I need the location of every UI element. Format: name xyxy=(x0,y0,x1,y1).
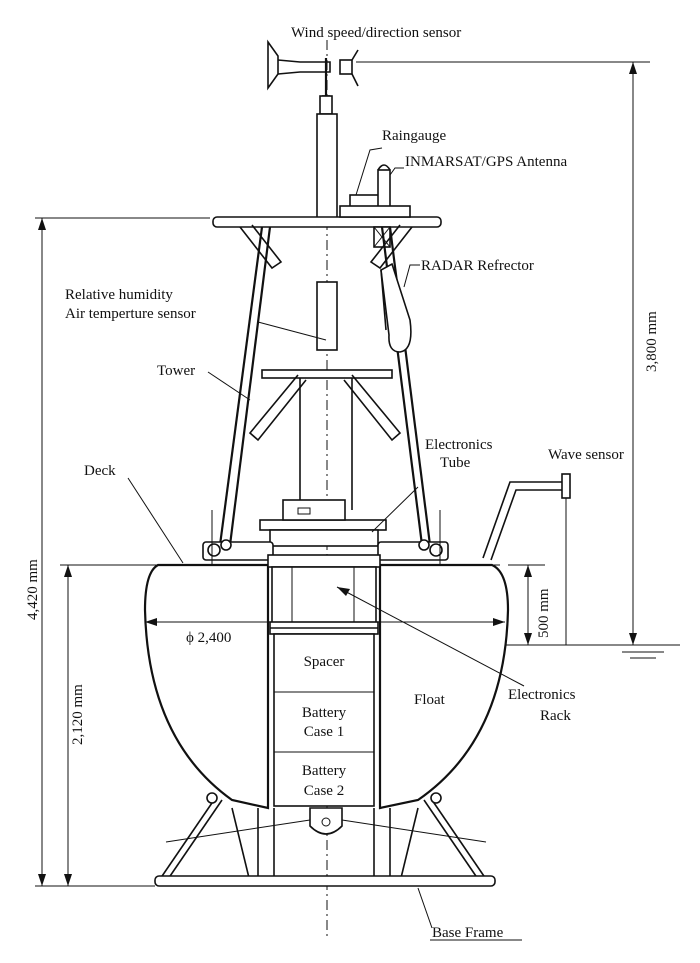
label-raingauge: Raingauge xyxy=(382,128,446,144)
label-battery1-1: Battery xyxy=(302,705,347,721)
central-column xyxy=(267,554,381,807)
label-battery2-1: Battery xyxy=(302,763,347,779)
float-right xyxy=(378,563,510,810)
float-left xyxy=(143,563,270,810)
wind-sensor xyxy=(267,39,359,115)
label-battery1-2: Case 1 xyxy=(304,724,344,740)
label-humidity-2: Air temperture sensor xyxy=(65,306,196,322)
label-base-frame: Base Frame xyxy=(432,925,504,941)
deck-fittings xyxy=(202,510,449,565)
leader-lines xyxy=(127,147,525,929)
label-electronics-rack-2: Rack xyxy=(540,708,571,724)
label-tower: Tower xyxy=(157,363,195,379)
label-electronics-tube-2: Tube xyxy=(440,455,471,471)
wave-sensor-arm xyxy=(482,473,571,645)
dim-tower-height: 3,800 mm xyxy=(644,311,660,372)
label-wave-sensor: Wave sensor xyxy=(548,447,624,463)
mast xyxy=(316,113,338,219)
label-deck: Deck xyxy=(84,463,116,479)
label-spacer: Spacer xyxy=(304,654,345,670)
label-antenna: INMARSAT/GPS Antenna xyxy=(405,154,567,170)
dimension-lines xyxy=(35,61,650,887)
dim-hull-height: 2,120 mm xyxy=(70,684,86,745)
dim-draft: 500 mm xyxy=(536,588,552,638)
label-electronics-tube-1: Electronics xyxy=(425,437,493,453)
antenna-raingauge xyxy=(339,164,411,248)
electronics-tube xyxy=(259,499,387,547)
label-electronics-rack-1: Electronics xyxy=(508,687,576,703)
humidity-sensor xyxy=(316,281,338,351)
label-battery2-2: Case 2 xyxy=(304,783,344,799)
label-diameter: ϕ 2,400 xyxy=(186,630,231,646)
tower xyxy=(218,224,432,546)
radar-reflector xyxy=(380,262,412,353)
base-frame xyxy=(154,792,496,887)
label-radar: RADAR Refrector xyxy=(421,258,534,274)
label-wind-sensor: Wind speed/direction sensor xyxy=(291,25,461,41)
label-humidity-1: Relative humidity xyxy=(65,287,173,303)
top-platform xyxy=(212,216,442,228)
label-float: Float xyxy=(414,692,446,708)
dim-total-height: 4,420 mm xyxy=(25,559,41,620)
water-line xyxy=(505,644,680,659)
